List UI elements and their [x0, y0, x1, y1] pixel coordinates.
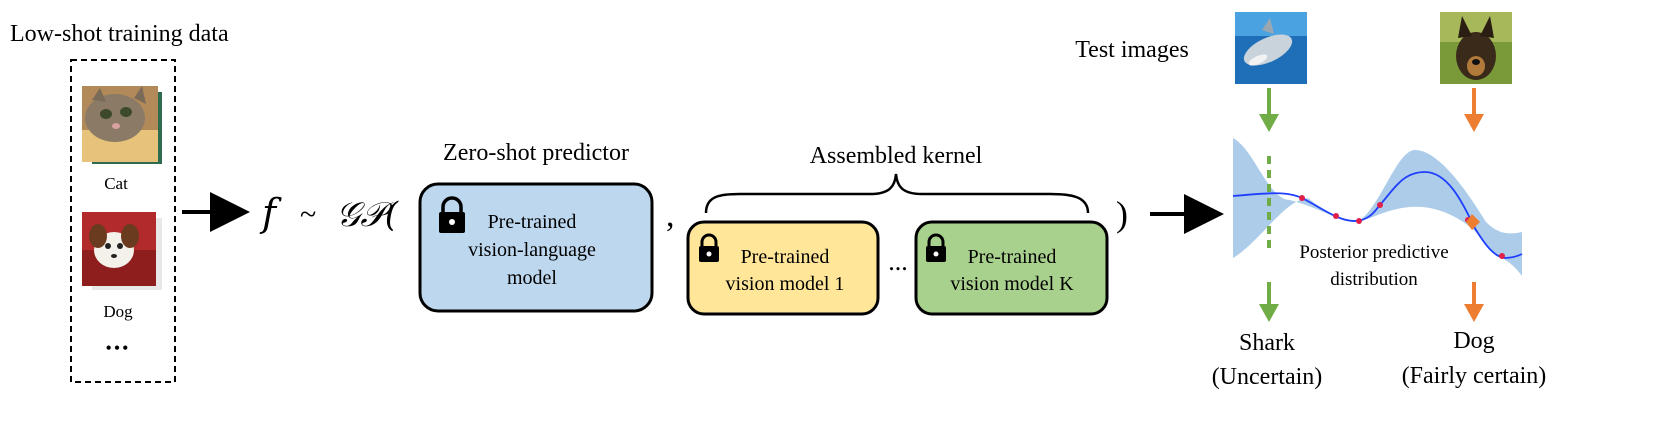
posterior-label-line-1: Posterior predictive	[1299, 242, 1448, 263]
vision-model-1-box	[686, 220, 880, 316]
vision-model-1-line-1: Pre-trained	[741, 246, 830, 268]
training-title: Low-shot training data	[10, 21, 229, 47]
shark-image	[1235, 12, 1307, 84]
dog-image	[82, 212, 162, 290]
observation-point	[1356, 218, 1362, 224]
observation-point	[1499, 253, 1505, 259]
dog-label: Dog	[103, 302, 133, 321]
vision-model-1-line-2: vision model 1	[726, 273, 845, 295]
arrow-shark-output	[1259, 282, 1279, 322]
dog-confidence: (Fairly certain)	[1402, 363, 1547, 389]
zero-shot-line-2: vision-language	[468, 239, 596, 261]
posterior-plot	[1232, 138, 1523, 276]
dog-prediction: Dog	[1453, 328, 1494, 354]
shark-prediction: Shark	[1239, 330, 1295, 356]
kernel-title: Assembled kernel	[810, 143, 983, 169]
posterior-label-line-2: distribution	[1330, 269, 1418, 290]
shark-confidence: (Uncertain)	[1212, 364, 1323, 390]
close-paren: )	[1116, 194, 1128, 234]
zero-shot-predictor-box	[418, 182, 654, 313]
more-examples-ellipsis: •••	[106, 338, 131, 358]
observation-point	[1377, 202, 1383, 208]
zero-shot-title: Zero-shot predictor	[443, 140, 629, 166]
observation-point	[1299, 195, 1305, 201]
arrow-shark-down	[1259, 88, 1279, 132]
comma-symbol: ,	[666, 197, 675, 234]
vision-model-k-box	[914, 220, 1109, 316]
dog-query-marker	[1466, 214, 1480, 230]
zero-shot-line-1: Pre-trained	[488, 211, 577, 233]
tilde-symbol: ~	[300, 198, 316, 231]
models-ellipsis: ...	[888, 247, 908, 276]
zero-shot-line-3: model	[507, 267, 557, 289]
arrow-dog-down	[1464, 88, 1484, 132]
dog-test-image	[1440, 12, 1512, 84]
test-images-title: Test images	[1075, 37, 1189, 63]
gp-symbol: 𝒢𝒫(	[336, 195, 399, 235]
observation-point	[1333, 213, 1339, 219]
vision-model-k-line-1: Pre-trained	[968, 246, 1057, 268]
arrow-dog-output	[1464, 282, 1484, 322]
cat-image	[82, 86, 162, 164]
kernel-brace	[704, 173, 1090, 214]
function-symbol: f	[259, 191, 282, 235]
lock-icon	[699, 233, 719, 262]
lock-icon	[439, 196, 465, 233]
lock-icon	[926, 233, 946, 262]
training-data-box	[70, 59, 176, 383]
cat-label: Cat	[104, 174, 128, 193]
vision-model-k-line-2: vision model K	[950, 273, 1074, 295]
